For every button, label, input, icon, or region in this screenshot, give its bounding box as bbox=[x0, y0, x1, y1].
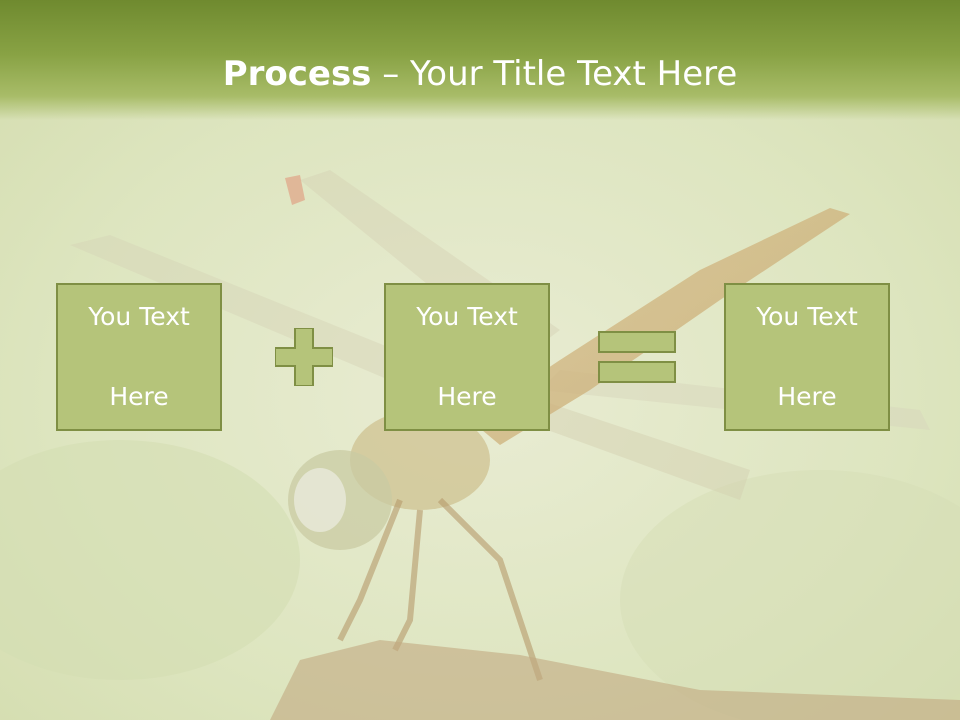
title-bold: Process bbox=[222, 54, 372, 94]
text-box-2[interactable]: You Text Here bbox=[384, 283, 550, 431]
plus-icon bbox=[275, 328, 333, 386]
text-box-3-line1: You Text bbox=[756, 302, 858, 331]
text-box-1-line2: Here bbox=[109, 382, 169, 411]
title-rest: – Your Title Text Here bbox=[371, 54, 738, 94]
text-box-1-line1: You Text bbox=[88, 302, 190, 331]
text-box-2-line2: Here bbox=[437, 382, 497, 411]
text-box-3-line2: Here bbox=[777, 382, 837, 411]
text-box-1[interactable]: You Text Here bbox=[56, 283, 222, 431]
slide-title: Process – Your Title Text Here bbox=[0, 52, 960, 96]
title-bar bbox=[0, 0, 960, 120]
text-box-2-line1: You Text bbox=[416, 302, 518, 331]
equals-icon bbox=[598, 331, 676, 383]
text-box-3[interactable]: You Text Here bbox=[724, 283, 890, 431]
